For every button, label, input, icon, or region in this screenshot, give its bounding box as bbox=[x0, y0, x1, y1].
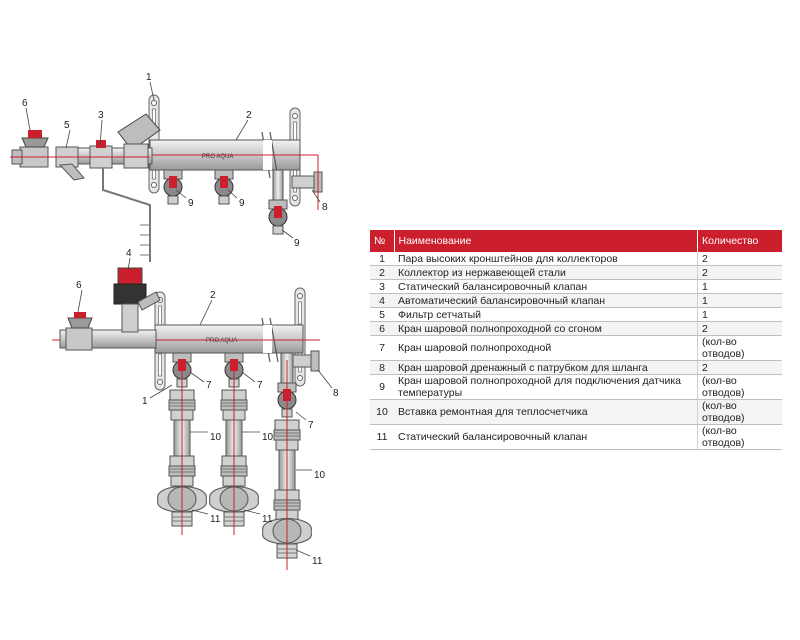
cell-qty: 1 bbox=[697, 279, 782, 294]
cell-qty: 1 bbox=[697, 307, 782, 322]
callout-11: 11 bbox=[262, 514, 273, 525]
cell-name: Кран шаровой полнопроходной bbox=[394, 335, 698, 361]
cell-name: Статический балансировочный клапан bbox=[394, 424, 698, 450]
callout-10: 10 bbox=[262, 432, 274, 443]
cell-qty: (кол-во отводов) bbox=[697, 374, 782, 400]
cell-num: 4 bbox=[370, 293, 394, 308]
cell-qty: (кол-во отводов) bbox=[697, 335, 782, 361]
cell-num: 2 bbox=[370, 265, 394, 280]
callout-10: 10 bbox=[314, 470, 326, 481]
callout-8: 8 bbox=[322, 202, 328, 213]
callout-2: 2 bbox=[246, 110, 252, 121]
cell-qty: (кол-во отводов) bbox=[697, 399, 782, 425]
lower-manifold: PRO AQUA bbox=[52, 287, 320, 391]
callout-1: 1 bbox=[142, 396, 148, 407]
cell-name: Кран шаровой полнопроходной для подключе… bbox=[394, 374, 698, 400]
callout-9: 9 bbox=[239, 198, 245, 209]
callout-6: 6 bbox=[76, 280, 82, 291]
inlet-ball-valve bbox=[65, 327, 93, 351]
brand-label: PRO AQUA bbox=[206, 338, 237, 344]
outlet-branch bbox=[157, 352, 207, 535]
manifold-bar bbox=[154, 324, 304, 354]
ball-valve bbox=[214, 169, 234, 205]
callout-labels: 1 2 3 4 5 6 6 2 8 8 9 9 9 1 7 7 7 10 10 … bbox=[22, 72, 339, 567]
cell-qty: 1 bbox=[697, 293, 782, 308]
table-header-row: № Наименование Количество bbox=[370, 230, 782, 252]
cell-num: 1 bbox=[370, 252, 394, 266]
cell-num: 11 bbox=[370, 424, 394, 450]
cell-name: Вставка ремонтная для теплосчетчика bbox=[394, 399, 698, 425]
ball-valve bbox=[163, 169, 183, 205]
cell-num: 9 bbox=[370, 374, 394, 400]
callout-7: 7 bbox=[257, 380, 263, 391]
cell-qty: 2 bbox=[697, 265, 782, 280]
cell-num: 5 bbox=[370, 307, 394, 322]
upper-inlet-assembly bbox=[10, 113, 161, 181]
cell-name: Автоматический балансировочный клапан bbox=[394, 293, 698, 308]
capillary-tube bbox=[102, 168, 151, 262]
callout-10: 10 bbox=[210, 432, 222, 443]
callout-9: 9 bbox=[188, 198, 194, 209]
lower-inlet-assembly bbox=[59, 267, 161, 351]
cell-name: Пара высоких кронштейнов для коллекторов bbox=[394, 252, 698, 266]
header-name: Наименование bbox=[394, 230, 698, 252]
auto-balancing-valve-head bbox=[117, 267, 143, 287]
cell-qty: 2 bbox=[697, 360, 782, 375]
header-qty: Количество bbox=[697, 230, 782, 252]
cell-name: Коллектор из нержавеющей стали bbox=[394, 265, 698, 280]
cell-qty: 2 bbox=[697, 252, 782, 266]
cell-num: 8 bbox=[370, 360, 394, 375]
cell-qty: (кол-во отводов) bbox=[697, 424, 782, 450]
callout-4: 4 bbox=[126, 248, 132, 259]
callout-6: 6 bbox=[22, 98, 28, 109]
callout-11: 11 bbox=[312, 556, 323, 567]
cell-num: 7 bbox=[370, 335, 394, 361]
callout-1: 1 bbox=[146, 72, 152, 83]
callout-8: 8 bbox=[333, 388, 339, 399]
callout-2: 2 bbox=[210, 290, 216, 301]
cell-name: Статический балансировочный клапан bbox=[394, 279, 698, 294]
cell-name: Фильтр сетчатый bbox=[394, 307, 698, 322]
callout-7: 7 bbox=[206, 380, 212, 391]
upper-manifold: PRO AQUA bbox=[140, 94, 323, 235]
callout-11: 11 bbox=[210, 514, 221, 525]
outlet-branch bbox=[262, 352, 312, 570]
header-num: № bbox=[370, 230, 395, 252]
ball-valve bbox=[268, 199, 288, 235]
cell-name: Кран шаровой дренажный с патрубком для ш… bbox=[394, 360, 698, 375]
callout-3: 3 bbox=[98, 110, 104, 121]
cell-num: 10 bbox=[370, 399, 394, 425]
outlet-branch bbox=[209, 352, 259, 535]
cell-num: 6 bbox=[370, 321, 394, 336]
cell-qty: 2 bbox=[697, 321, 782, 336]
callout-9: 9 bbox=[294, 238, 300, 249]
cell-name: Кран шаровой полнопроходной со сгоном bbox=[394, 321, 698, 336]
brand-label: PRO AQUA bbox=[202, 154, 233, 160]
callout-7: 7 bbox=[308, 420, 314, 431]
cell-num: 3 bbox=[370, 279, 394, 294]
callout-5: 5 bbox=[64, 120, 70, 131]
